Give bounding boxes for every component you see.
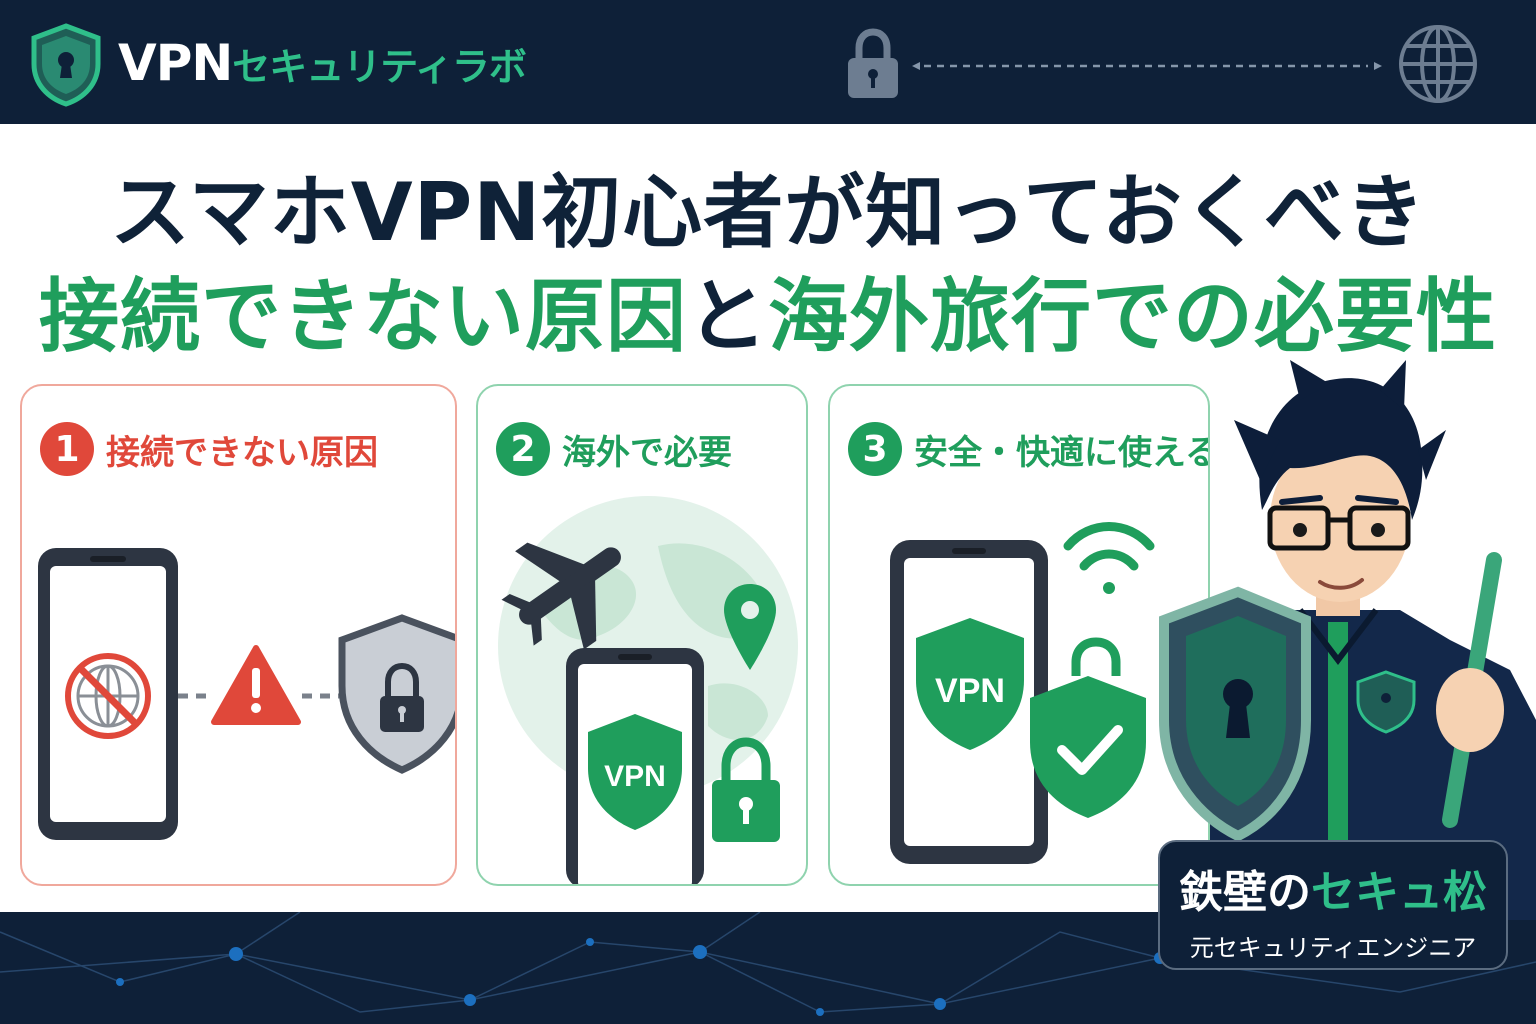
character-name-part1: 鉄壁の [1179, 867, 1311, 918]
card2-illustration: VPN [498, 496, 798, 884]
card1-heading: 1 接続できない原因 [40, 422, 378, 476]
padlock-icon [712, 737, 780, 842]
card2-title: 海外で必要 [562, 432, 732, 473]
card-connection-cause: 1 接続できない原因 [20, 384, 457, 886]
card1-illustration [38, 548, 455, 840]
card-overseas-need: VPN 2 海外で必要 [476, 384, 808, 886]
card2-heading: 2 海外で必要 [496, 422, 732, 476]
card1-number-badge: 1 [40, 422, 94, 476]
vpn-shield-icon: VPN [916, 618, 1024, 750]
card3-number-badge: 3 [848, 422, 902, 476]
warning-icon [211, 645, 301, 725]
character-sekyumatsu [1159, 360, 1536, 920]
header-bar: VPNセキュリティラボ [0, 0, 1536, 124]
character-name-part2: セキュ松 [1311, 867, 1487, 918]
shield-keyhole-icon [1356, 670, 1416, 734]
character-name: 鉄壁のセキュ松 [1160, 856, 1506, 920]
lock-icon [848, 28, 898, 98]
headline-need: 海外旅行での必要性 [768, 270, 1497, 363]
vpn-shield-icon: VPN [588, 714, 682, 830]
no-internet-icon [65, 653, 151, 739]
card3-heading: 3 安全・快適に使える [848, 422, 1210, 476]
brand-logo: VPNセキュリティラボ [118, 34, 527, 92]
card2-number-badge: 2 [496, 422, 550, 476]
brand-vpn: VPN [118, 34, 233, 92]
card3-vpn-label: VPN [935, 672, 1005, 710]
globe-icon [1399, 25, 1477, 103]
card3-illustration: VPN [890, 522, 1155, 864]
location-pin-icon [724, 584, 776, 670]
shield-keyhole-icon [31, 23, 101, 107]
headline-cause: 接続できない原因 [39, 270, 687, 363]
check-shield-icon [1030, 637, 1146, 818]
character-role: 元セキュリティエンジニア [1189, 934, 1477, 962]
airplane-icon [501, 542, 621, 650]
shield-lock-icon [338, 614, 455, 774]
character-name-box: 鉄壁のセキュ松 元セキュリティエンジニア [1158, 840, 1508, 970]
brand-lab: セキュリティラボ [232, 45, 527, 89]
headline-and: と [687, 270, 768, 363]
headline-line1: スマホVPN初心者が知っておくべき [110, 166, 1426, 259]
card3-title: 安全・快適に使える [914, 432, 1210, 473]
wifi-icon [1063, 522, 1155, 594]
card2-vpn-label: VPN [604, 760, 666, 793]
card1-title: 接続できない原因 [106, 432, 378, 473]
headline-line2: 接続できない原因と海外旅行での必要性 [0, 252, 1536, 368]
character-shield [1159, 586, 1311, 842]
card-safe-comfortable: VPN 3 安全・快適に使える [828, 384, 1210, 886]
connection-dotted-line [912, 62, 1382, 70]
